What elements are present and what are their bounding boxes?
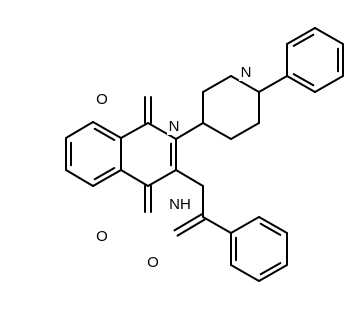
atom-n-piperazine-left: N [167,117,181,135]
atom-o-bottom-label: O [96,228,108,245]
benzoyl-ring-inner-bond-4 [259,222,282,236]
quinone-bond-5 [120,169,149,187]
piperazine-bond-3 [230,75,260,93]
bond-n-phenyl [258,75,288,93]
atom-n-piperazine-right-label: N [241,64,252,81]
benzoyl-ring-bond-5 [230,216,260,234]
bond-c3-n [175,122,204,140]
atom-o-amide: O [145,253,161,271]
quinone-bond-2 [147,122,177,140]
phenyl-ring-bond-5 [286,75,316,93]
quinone-bond-4 [147,169,177,187]
benzo-ring-bond-5 [65,121,94,139]
phenyl-ring-bond-1 [286,27,316,45]
bond-c2-nh [175,169,204,187]
benzoyl-ring-bond-4 [258,216,288,234]
piperazine-bond-5 [230,122,260,140]
phenyl-ring-inner-bond-1 [292,33,315,47]
amide-carbonyl-2 [176,218,206,237]
benzo-ring-bond-4 [92,121,122,139]
bond-carbonyl-benzoyl [202,216,232,234]
benzoyl-ring-inner-bond-2 [259,262,282,276]
atom-n-piperazine-right: N [239,63,253,81]
atom-label-layer: O O O N N NH [94,63,253,271]
piperazine-bond-6 [202,122,232,140]
benzo-ring-bond-1 [65,169,94,187]
atom-nh-label: NH [169,196,191,213]
bond-layer [65,27,344,282]
benzo-ring-bond-2 [92,169,122,187]
phenyl-ring-bond-2 [314,27,344,45]
atom-o-top-label: O [96,91,108,108]
phenyl-ring-inner-bond-5 [292,73,315,87]
benzo-ring-inner-bond-4 [93,127,116,141]
benzo-ring-inner-bond-2 [93,167,116,181]
benzoyl-ring-bond-1 [230,264,260,282]
atom-o-amide-label: O [147,254,159,271]
benzoyl-ring-bond-2 [258,264,288,282]
quinone-bond-1 [120,122,149,139]
phenyl-ring-bond-4 [314,75,344,93]
atom-nh: NH [168,195,192,213]
atom-o-top: O [94,90,110,108]
amide-carbonyl-1 [173,213,203,232]
piperazine-bond-2 [202,75,232,93]
atom-n-piperazine-left-label: N [169,118,180,135]
atom-o-bottom: O [94,227,110,245]
